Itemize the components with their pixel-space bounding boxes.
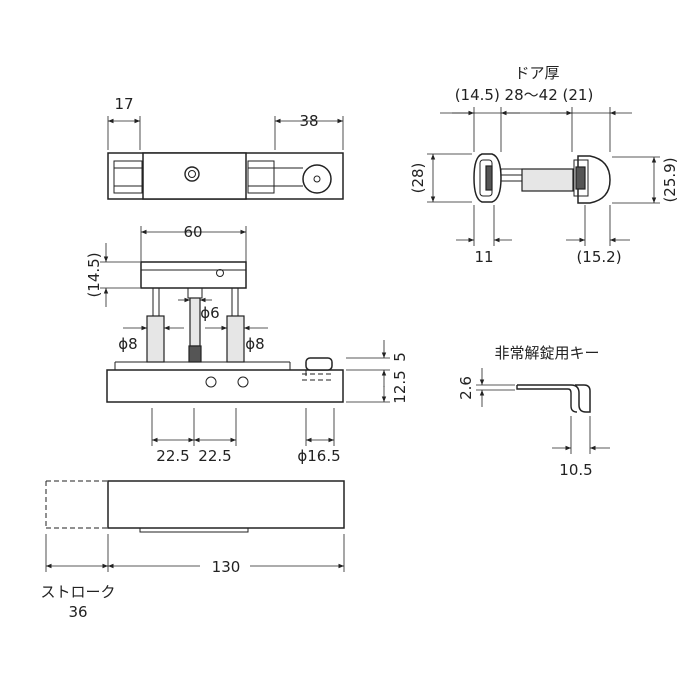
dim-17-label: 17	[114, 95, 133, 113]
top-view-left-bracket-lines	[114, 167, 142, 187]
dim-phi16-5-label: ϕ16.5	[297, 447, 340, 465]
dim-10-5-label: 10.5	[559, 461, 592, 479]
stroke-label: ストローク	[40, 583, 115, 601]
top-view-right-bracket	[247, 160, 275, 194]
front-view-top-cap	[140, 261, 247, 289]
top-view: 17 38	[107, 95, 344, 200]
dim-25-9-label: (25.9)	[661, 157, 679, 202]
dim-11-label: 11	[474, 248, 493, 266]
top-view-left-bracket	[113, 160, 143, 194]
stroke-outline-dashed	[45, 480, 108, 529]
front-view-right-post	[226, 315, 245, 363]
bottom-view: 130 ストローク 36	[40, 480, 345, 621]
dim-22-5-a-label: 22.5	[156, 447, 189, 465]
bottom-view-body	[107, 480, 345, 529]
top-view-roller-center	[313, 175, 321, 183]
emergency-key-label: 非常解錠用キー	[494, 344, 599, 362]
door-right-knob	[577, 155, 611, 204]
top-view-right-bracket-lines	[248, 167, 274, 187]
emergency-key-view: 非常解錠用キー 2.6 10.5	[457, 344, 610, 479]
front-view-cap-screw	[216, 269, 224, 277]
dim-22-5-b-label: 22.5	[198, 447, 231, 465]
top-view-cylinder	[184, 166, 200, 182]
dim-28-label: (28)	[409, 163, 427, 194]
top-view-cylinder-inner	[188, 170, 196, 178]
stroke-value: 36	[68, 603, 87, 621]
dim-130-label: 130	[212, 558, 241, 576]
front-view-center-pin	[189, 297, 201, 347]
door-thickness-label: ドア厚	[514, 64, 559, 82]
dim-phi8-right-label: ϕ8	[245, 335, 264, 353]
dim-phi6-label: ϕ6	[200, 304, 219, 322]
dim-60-label: 60	[183, 223, 202, 241]
dim-phi8-left-label: ϕ8	[118, 335, 137, 353]
top-view-rail	[274, 167, 303, 187]
front-view-left-post	[146, 315, 165, 363]
dim-38-label: 38	[299, 112, 318, 130]
dim-15-2-label: (15.2)	[576, 248, 621, 266]
front-view-base	[106, 369, 344, 403]
top-view-roller	[302, 164, 332, 194]
dim-14-5-left-label: (14.5)	[85, 252, 103, 297]
door-side-view: ドア厚 (14.5) 28～42 (21) (28) (25.9)	[409, 64, 679, 266]
bottom-view-lip	[139, 527, 249, 533]
dim-5-label: 5	[391, 352, 409, 362]
dim-2-6-label: 2.6	[457, 376, 475, 400]
dim-12-5-label: 12.5	[391, 370, 409, 403]
front-view-roller	[305, 357, 333, 371]
emergency-key	[517, 384, 591, 413]
front-view: 60 (14.5) ϕ6 ϕ8 ϕ8	[85, 223, 409, 465]
door-range-row: (14.5) 28～42 (21)	[455, 86, 594, 104]
